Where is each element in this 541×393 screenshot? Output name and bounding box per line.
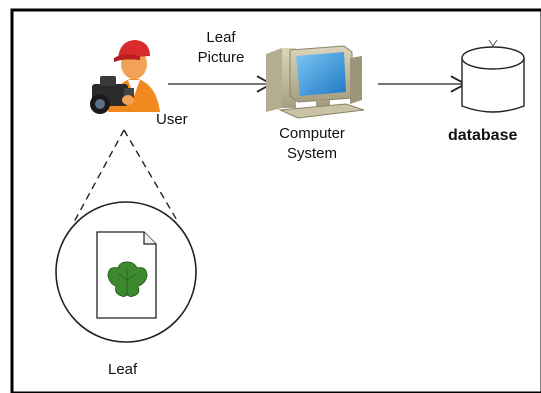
edge-label-line1: Leaf: [206, 29, 236, 46]
zoom-line-right: [123, 129, 179, 223]
leaf-photo-icon: [96, 231, 157, 319]
database-label: database: [448, 127, 518, 144]
edge-label-line2: Picture: [197, 49, 245, 66]
desktop-computer-icon: [262, 45, 378, 119]
user-with-camera-icon: [90, 40, 160, 114]
computer-label-line1: Computer: [279, 125, 345, 142]
leaf-label: Leaf: [108, 361, 138, 378]
user-label: User: [156, 111, 188, 128]
zoom-line-left: [73, 129, 125, 223]
computer-system-label: Computer System: [262, 124, 362, 164]
computer-label-line2: System: [286, 145, 337, 162]
edge-label-leaf-picture: Leaf Picture: [186, 28, 256, 68]
database-cylinder-icon: [461, 39, 525, 113]
